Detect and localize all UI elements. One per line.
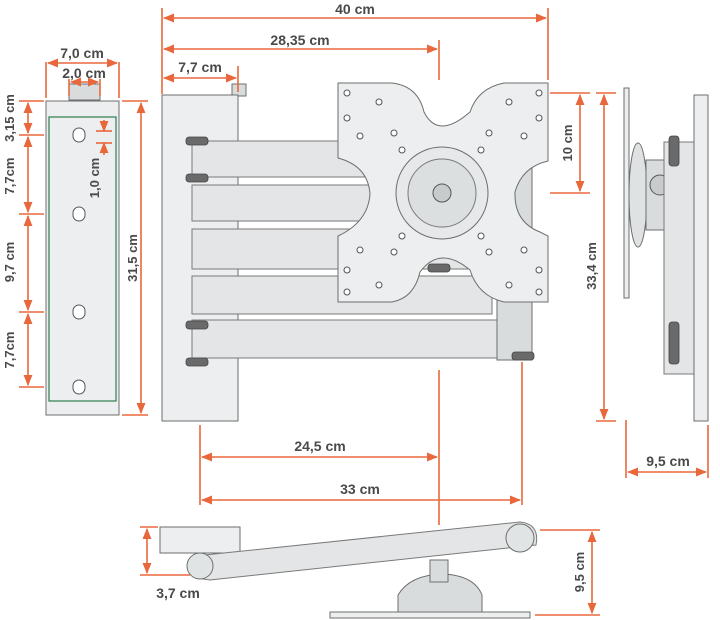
bottom-clearance-dim: 3,7 cm — [140, 526, 200, 601]
slot-spacing-2-label: 9,7 cm — [2, 242, 17, 282]
plate-width-dims: 7,0 cm 2,0 cm — [45, 45, 120, 98]
mount-slot — [72, 379, 86, 395]
swivel-center — [432, 183, 452, 203]
vesa-plate-top — [329, 611, 531, 619]
vesa-height-label: 10 cm — [560, 125, 575, 162]
swivel-disc-side — [628, 142, 648, 248]
wall-plate — [45, 100, 120, 416]
bottom-clearance-label: 3,7 cm — [156, 585, 200, 601]
mount-slot — [72, 304, 86, 320]
depth-label: 9,5 cm — [646, 453, 690, 469]
plate-height-dim: 31,5 cm — [122, 100, 148, 416]
pivot-pin — [185, 136, 209, 146]
mount-slot — [72, 127, 86, 143]
pivot-side — [668, 321, 680, 365]
slot-spacing-1-label: 7,7cm — [2, 158, 17, 195]
vesa-plate-side — [623, 87, 630, 299]
arm-extension-long-label: 33 cm — [340, 481, 380, 497]
arm-pivot-top — [186, 552, 214, 580]
slot-width-label: 2,0 cm — [62, 65, 106, 81]
lower-arm-link-3 — [191, 319, 533, 359]
wall-plate-top-tab — [231, 83, 247, 97]
plate-width-label: 7,0 cm — [60, 45, 104, 61]
top-width-dims: 40 cm 28,35 cm 7,7 cm — [161, 1, 549, 94]
slot-spacing-dims: 3,15 cm 7,7cm 9,7 cm 7,7cm — [2, 94, 44, 388]
plate-height-label: 31,5 cm — [125, 234, 140, 282]
overall-height-dim: 33,4 cm — [584, 92, 616, 422]
bottom-depth-label: 9,5 cm — [572, 552, 587, 592]
depth-dim: 9,5 cm — [625, 420, 709, 478]
swivel-column-top — [429, 559, 449, 583]
arm-top — [189, 521, 538, 581]
pivot-pin — [185, 357, 209, 367]
mount-side-view — [623, 87, 709, 422]
wall-plate-side — [693, 94, 709, 422]
pivot-side — [668, 135, 680, 167]
wall-plate-front-view — [45, 83, 120, 416]
pivot-pin — [185, 173, 209, 183]
overall-height-label: 33,4 cm — [584, 242, 599, 290]
wall-plate-top — [159, 526, 241, 554]
vesa-holes — [343, 89, 543, 296]
mount-slot — [72, 206, 86, 222]
plate-top-tab — [68, 83, 101, 101]
arm-extension-short-label: 24,5 cm — [294, 438, 345, 454]
arm-extension-dims: 24,5 cm 33 cm — [199, 362, 523, 525]
slot-spacing-3-label: 7,7cm — [2, 332, 17, 369]
arm-end-top — [505, 523, 535, 553]
vesa-height-dim: 10 cm — [550, 92, 590, 194]
center-width-label: 28,35 cm — [270, 32, 329, 48]
plate-offset-label: 7,7 cm — [178, 59, 222, 75]
total-width-label: 40 cm — [335, 1, 375, 17]
wall-plate-inner-outline — [48, 116, 117, 402]
pivot-pin — [511, 351, 535, 361]
slot-height-dim: 1,0 cm — [87, 120, 112, 198]
pivot-pin — [185, 320, 209, 330]
pivot-pin — [427, 263, 451, 273]
slot-height-label: 1,0 cm — [87, 158, 102, 198]
mount-front-view — [161, 82, 549, 422]
top-offset-label: 3,15 cm — [2, 94, 17, 142]
bottom-depth-dim: 9,5 cm — [535, 529, 600, 616]
mount-top-view — [159, 521, 538, 619]
